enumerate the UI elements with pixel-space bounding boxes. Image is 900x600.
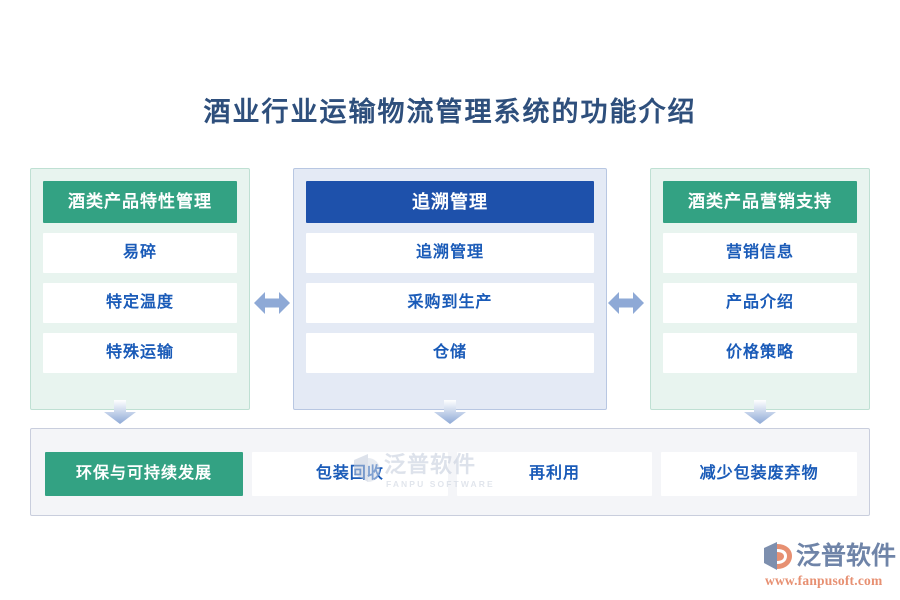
- arrow-down-icon: [744, 400, 776, 424]
- bottom-band-header[interactable]: 环保与可持续发展: [45, 452, 243, 496]
- column-marketing-support: 酒类产品营销支持 营销信息 产品介绍 价格策略: [650, 168, 870, 410]
- page-title: 酒业行业运输物流管理系统的功能介绍: [203, 97, 697, 127]
- double-arrow-horizontal-icon: [254, 288, 290, 318]
- bottom-band-item[interactable]: 包装回收: [252, 452, 448, 496]
- column-product-characteristics: 酒类产品特性管理 易碎 特定温度 特殊运输: [30, 168, 250, 410]
- column-item[interactable]: 追溯管理: [306, 233, 594, 273]
- column-traceability: 追溯管理 追溯管理 采购到生产 仓储: [293, 168, 607, 410]
- column-header-marketing-support[interactable]: 酒类产品营销支持: [663, 181, 857, 223]
- column-item[interactable]: 特殊运输: [43, 333, 237, 373]
- columns-row: 酒类产品特性管理 易碎 特定温度 特殊运输 追溯管理 追溯管理 采购到生产 仓储…: [0, 168, 900, 410]
- logo-text: 泛普软件: [796, 542, 897, 570]
- double-arrow-horizontal-icon: [608, 288, 644, 318]
- logo-row: 泛普软件: [763, 540, 896, 572]
- column-items-product-characteristics: 易碎 特定温度 特殊运输: [43, 233, 237, 373]
- column-item[interactable]: 价格策略: [663, 333, 857, 373]
- logo-url[interactable]: www.fanpusoft.com: [765, 573, 883, 588]
- arrow-down-icon: [104, 400, 136, 424]
- column-item[interactable]: 营销信息: [663, 233, 857, 273]
- fanpu-logo-mark-icon: [763, 540, 793, 572]
- column-header-product-characteristics[interactable]: 酒类产品特性管理: [43, 181, 237, 223]
- column-item[interactable]: 特定温度: [43, 283, 237, 323]
- bottom-band: 环保与可持续发展 包装回收 再利用 减少包装废弃物: [30, 428, 870, 516]
- column-item[interactable]: 易碎: [43, 233, 237, 273]
- column-header-traceability[interactable]: 追溯管理: [306, 181, 594, 223]
- column-item[interactable]: 产品介绍: [663, 283, 857, 323]
- bottom-band-item[interactable]: 再利用: [456, 452, 653, 496]
- bottom-band-item[interactable]: 减少包装废弃物: [661, 452, 858, 496]
- bottom-band-items: 环保与可持续发展 包装回收 再利用 减少包装废弃物: [45, 452, 858, 496]
- column-items-traceability: 追溯管理 采购到生产 仓储: [306, 233, 594, 373]
- column-items-marketing-support: 营销信息 产品介绍 价格策略: [663, 233, 857, 373]
- fanpu-logo[interactable]: 泛普软件 www.fanpusoft.com: [763, 540, 896, 592]
- arrow-down-icon: [434, 400, 466, 424]
- column-item[interactable]: 采购到生产: [306, 283, 594, 323]
- column-item[interactable]: 仓储: [306, 333, 594, 373]
